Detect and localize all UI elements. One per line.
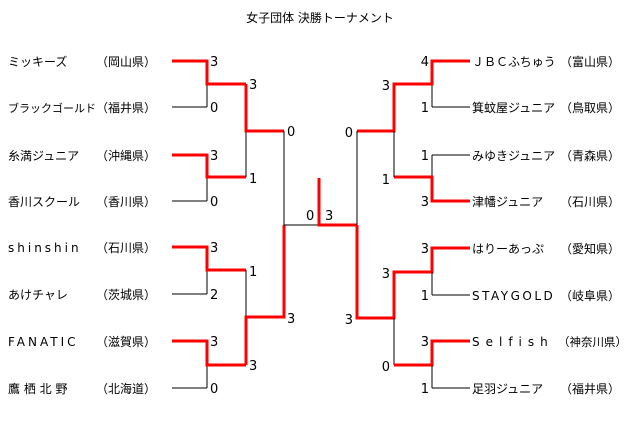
team-name: ブラックゴールド bbox=[8, 101, 96, 115]
team-entry: みゆきジュニア （青森県） bbox=[472, 148, 620, 163]
team-prefecture: （福井県） bbox=[560, 381, 620, 396]
team-name: 香川スクール bbox=[8, 195, 80, 209]
score: 1 bbox=[421, 289, 429, 304]
team-name: Selfish bbox=[472, 335, 554, 349]
team-name: 箕蚊屋ジュニア bbox=[472, 100, 555, 115]
team-prefecture: （茨城県） bbox=[96, 288, 156, 302]
team-name: shinshin bbox=[8, 241, 82, 255]
right-teams: ＪＢＣふちゅう （富山県） 箕蚊屋ジュニア （鳥取県） みゆきジュニア （青森県） 津… bbox=[472, 54, 627, 396]
score: 0 bbox=[382, 360, 390, 375]
score: 3 bbox=[210, 241, 218, 256]
team-prefecture: （岡山県） bbox=[96, 55, 156, 69]
left-bracket-lines bbox=[172, 59, 319, 389]
final-right-score: 3 bbox=[325, 209, 333, 224]
left-scores: 3 0 3 0 3 2 3 0 3 1 1 3 0 3 bbox=[210, 55, 295, 397]
team-name: 津幡ジュニア bbox=[472, 194, 543, 209]
score: 2 bbox=[210, 288, 218, 303]
team-entry: ブラックゴールド（福井県） bbox=[8, 100, 156, 115]
final-left-score: 0 bbox=[306, 209, 314, 224]
score: 0 bbox=[210, 382, 218, 397]
team-prefecture: （愛知県） bbox=[560, 242, 620, 256]
team-prefecture: （富山県） bbox=[560, 54, 620, 69]
team-name: 足羽ジュニア bbox=[472, 382, 543, 396]
score: 3 bbox=[249, 359, 257, 374]
team-entry: 足羽ジュニア （福井県） bbox=[472, 381, 620, 396]
team-entry: はりーあっぷ （愛知県） bbox=[472, 242, 620, 256]
team-name: みゆきジュニア bbox=[472, 149, 555, 163]
team-name: ＪＢＣふちゅう bbox=[472, 55, 556, 69]
team-entry: 箕蚊屋ジュニア （鳥取県） bbox=[472, 100, 620, 115]
team-name: はりーあっぷ bbox=[472, 242, 544, 256]
score: 3 bbox=[382, 79, 390, 94]
team-entry: STAYGOLD （岐阜県） bbox=[472, 289, 620, 303]
score: 3 bbox=[345, 313, 353, 328]
team-prefecture: （岐阜県） bbox=[560, 289, 620, 303]
score: 3 bbox=[210, 55, 218, 70]
right-scores: 4 1 1 3 3 1 3 1 3 1 3 0 0 3 bbox=[345, 55, 429, 397]
score: 1 bbox=[249, 265, 257, 280]
team-entry: ミッキーズ （岡山県） bbox=[8, 54, 156, 69]
score: 1 bbox=[421, 149, 429, 164]
team-entry: 糸満ジュニア （沖縄県） bbox=[8, 148, 156, 163]
team-name: 糸満ジュニア bbox=[8, 149, 79, 163]
team-prefecture: （沖縄県） bbox=[96, 148, 156, 163]
score: 0 bbox=[210, 195, 218, 210]
team-name: あけチャレ bbox=[8, 288, 68, 302]
team-prefecture: （石川県） bbox=[560, 195, 620, 209]
score: 0 bbox=[345, 126, 353, 141]
team-entry: 香川スクール （香川県） bbox=[8, 195, 156, 209]
team-entry: FANATIC （滋賀県） bbox=[8, 335, 156, 349]
final-lines bbox=[317, 178, 357, 227]
right-bracket-lines bbox=[355, 59, 470, 389]
score: 1 bbox=[249, 172, 257, 187]
team-prefecture: （鳥取県） bbox=[560, 100, 620, 115]
team-prefecture: （北海道） bbox=[96, 381, 156, 396]
score: 3 bbox=[210, 149, 218, 164]
score: 0 bbox=[287, 125, 295, 140]
score: 3 bbox=[382, 267, 390, 282]
team-name: 鷹 栖 北 野 bbox=[8, 381, 67, 396]
team-prefecture: （福井県） bbox=[96, 100, 156, 115]
score: 3 bbox=[287, 312, 295, 327]
team-name: ミッキーズ bbox=[8, 54, 67, 69]
team-prefecture: （神奈川県） bbox=[558, 335, 627, 349]
score: 4 bbox=[421, 55, 429, 70]
left-teams: ミッキーズ （岡山県） ブラックゴールド（福井県） 糸満ジュニア （沖縄県） 香川ス… bbox=[8, 54, 156, 396]
score: 0 bbox=[210, 101, 218, 116]
score: 1 bbox=[421, 101, 429, 116]
score: 1 bbox=[421, 382, 429, 397]
score: 3 bbox=[421, 242, 429, 257]
score: 3 bbox=[421, 195, 429, 210]
team-entry: ＪＢＣふちゅう （富山県） bbox=[472, 54, 620, 69]
team-entry: あけチャレ （茨城県） bbox=[8, 288, 156, 302]
team-prefecture: （滋賀県） bbox=[96, 335, 156, 349]
team-entry: Selfish （神奈川県） bbox=[472, 335, 627, 349]
score: 3 bbox=[210, 335, 218, 350]
team-entry: 津幡ジュニア （石川県） bbox=[472, 194, 620, 209]
bracket-title: 女子団体 決勝トーナメント bbox=[246, 10, 394, 25]
team-prefecture: （青森県） bbox=[560, 148, 620, 163]
score: 3 bbox=[421, 335, 429, 350]
score: 3 bbox=[249, 78, 257, 93]
score: 1 bbox=[382, 173, 390, 188]
team-entry: 鷹 栖 北 野 （北海道） bbox=[8, 381, 156, 396]
team-prefecture: （石川県） bbox=[96, 241, 156, 255]
team-name: STAYGOLD bbox=[472, 289, 555, 303]
team-prefecture: （香川県） bbox=[96, 195, 156, 209]
team-name: FANATIC bbox=[8, 335, 79, 349]
team-entry: shinshin （石川県） bbox=[8, 241, 156, 255]
